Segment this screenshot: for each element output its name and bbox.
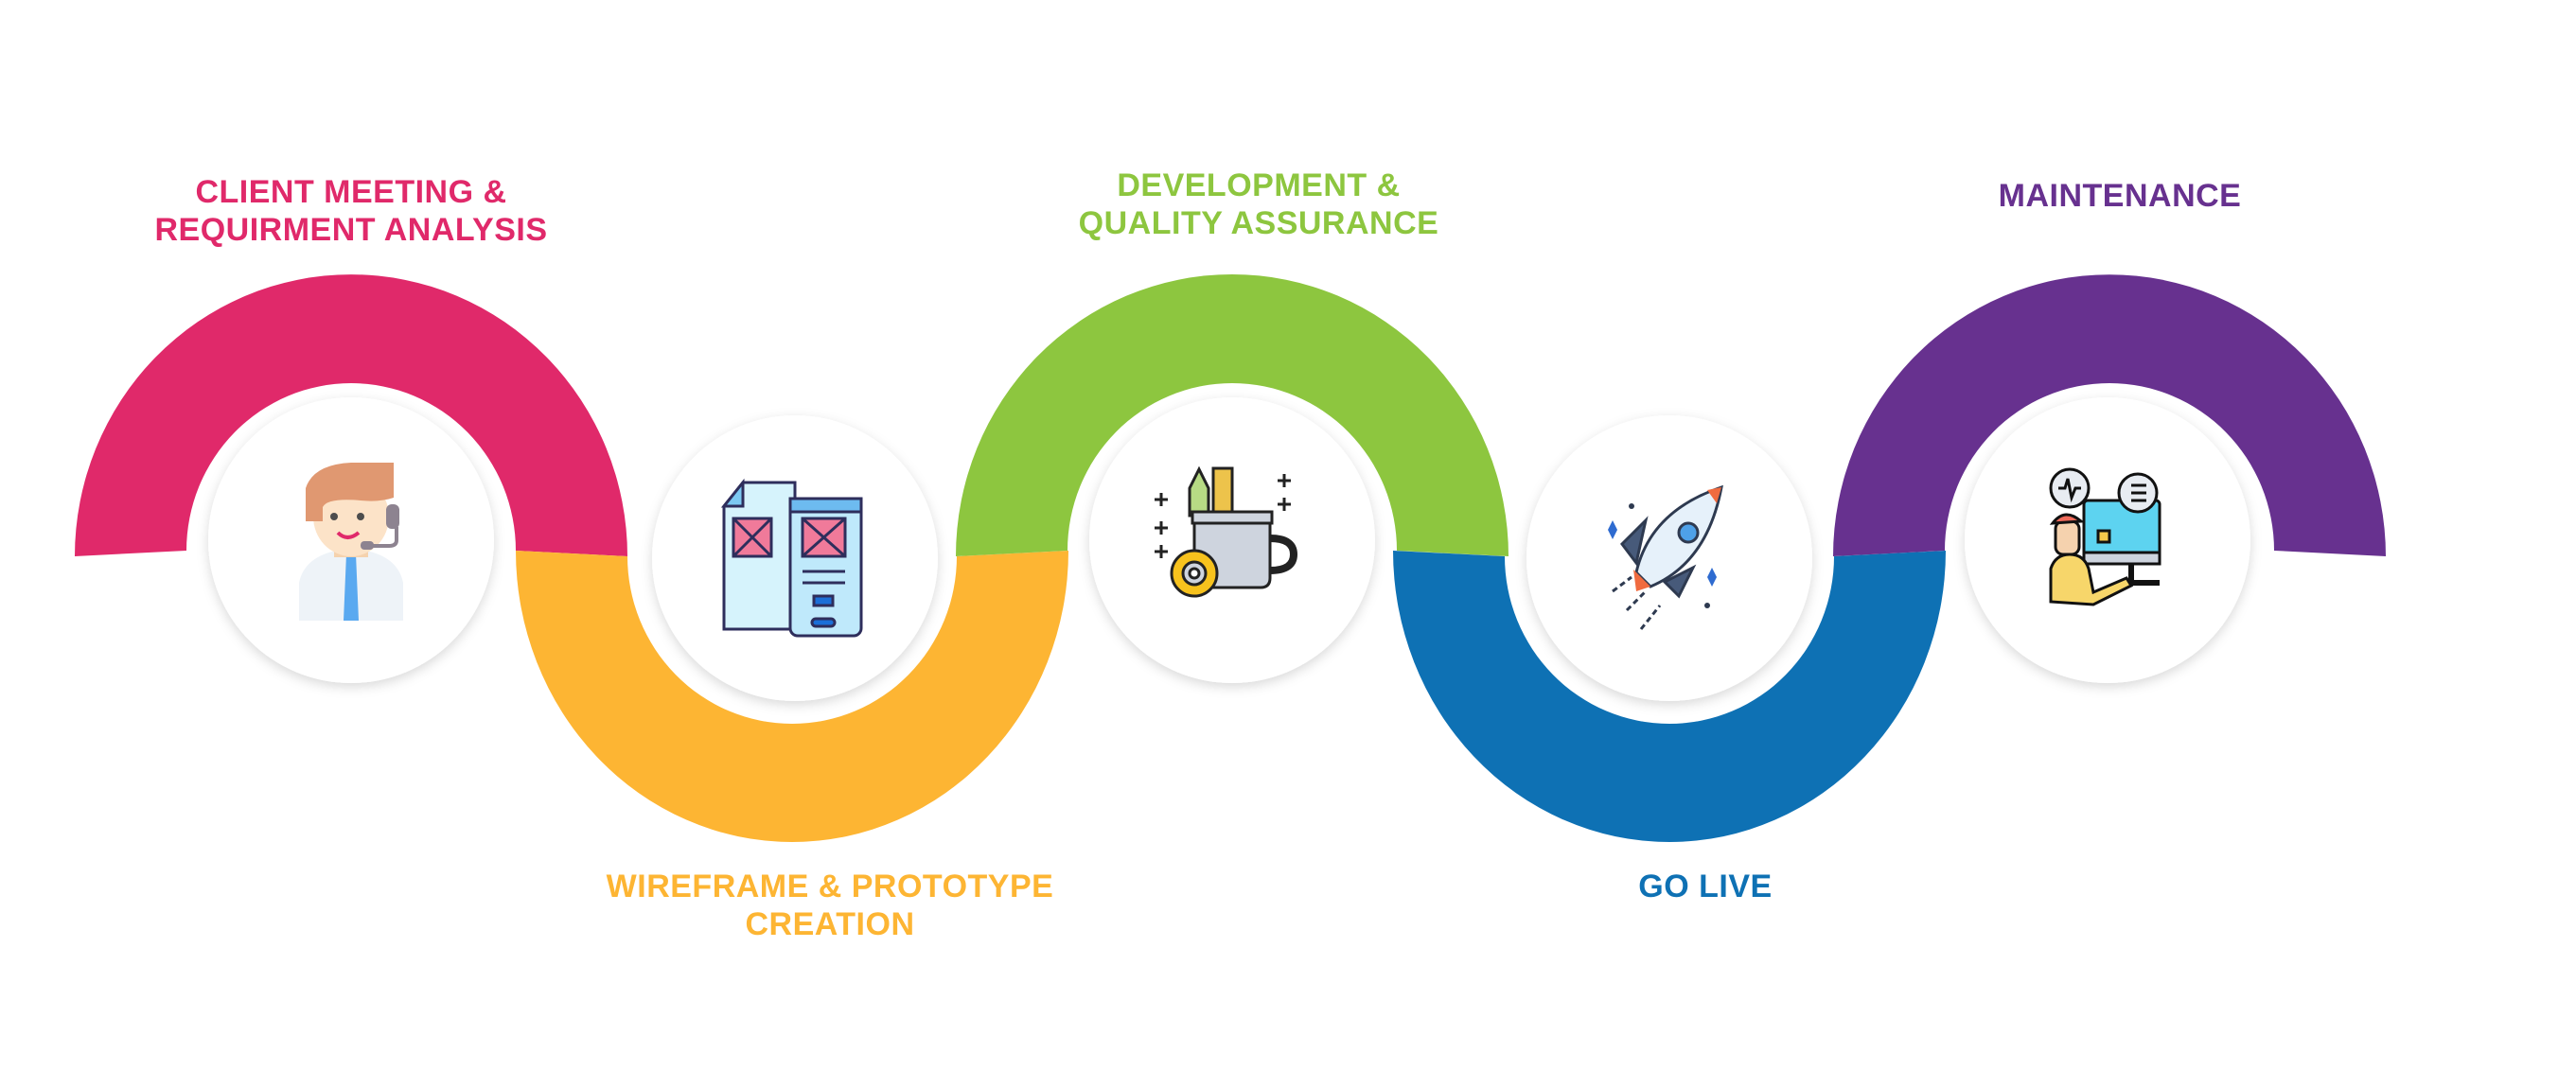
customer-support-icon xyxy=(299,463,403,621)
step-title-line: DEVELOPMENT & xyxy=(1117,167,1401,203)
step-title-line: CREATION xyxy=(745,906,915,942)
wireframe-mobile-icon xyxy=(720,478,863,638)
arc-go-live xyxy=(1393,551,1946,842)
step-title-line: QUALITY ASSURANCE xyxy=(1078,205,1439,241)
step-title-line: WIREFRAME & PROTOTYPE xyxy=(606,869,1054,904)
step-title-line: MAINTENANCE xyxy=(1998,178,2242,214)
step-title-line: CLIENT MEETING & xyxy=(195,174,507,210)
arc-wireframe xyxy=(516,551,1068,842)
step-title-maintenance: MAINTENANCE xyxy=(1999,177,2242,215)
step-title-development: DEVELOPMENT & QUALITY ASSURANCE xyxy=(1079,167,1439,242)
rocket-icon xyxy=(1608,484,1723,630)
step-title-line: GO LIVE xyxy=(1638,869,1773,904)
step-title-wireframe: WIREFRAME & PROTOTYPE CREATION xyxy=(607,868,1054,943)
step-title-line: REQUIRMENT ANALYSIS xyxy=(154,212,548,248)
arc-development xyxy=(956,274,1509,556)
step-title-client-meeting: CLIENT MEETING & REQUIRMENT ANALYSIS xyxy=(154,173,547,249)
design-tools-mug-icon xyxy=(1155,465,1298,598)
arc-maintenance xyxy=(1833,274,2386,556)
step-title-go-live: GO LIVE xyxy=(1638,868,1772,905)
arc-client-meeting xyxy=(75,274,627,556)
technician-computer-icon xyxy=(2049,467,2161,606)
